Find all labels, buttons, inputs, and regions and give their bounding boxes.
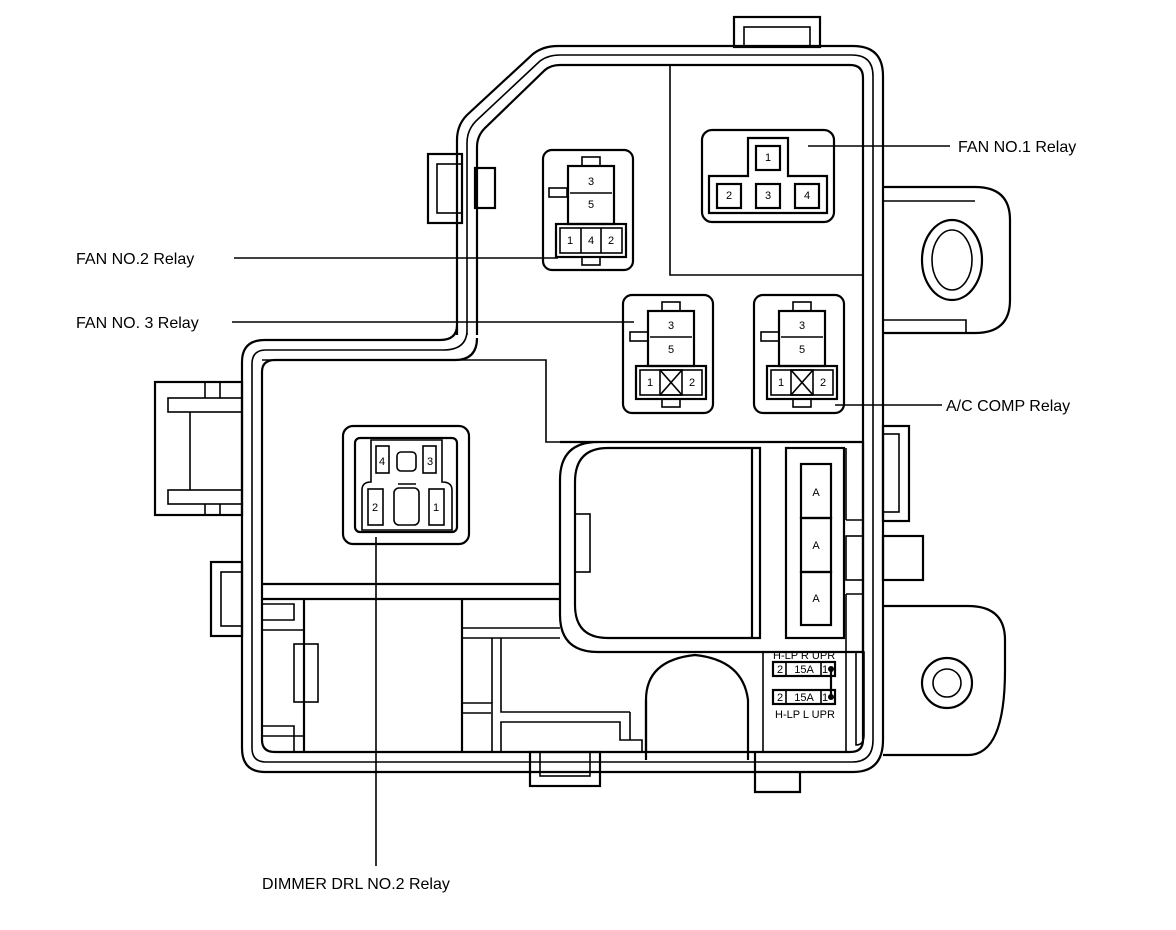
housing — [153, 15, 1012, 794]
fan2-pin-1-label: 1 — [567, 235, 573, 247]
ac-pin-1-label: 1 — [778, 377, 784, 389]
fan3-relay[interactable]: 3 5 1 2 — [621, 293, 715, 415]
svg-text:15A: 15A — [794, 692, 814, 704]
fan3-pin-3-label: 3 — [668, 320, 674, 332]
dimmer-pin-1 — [428, 488, 445, 526]
fan1-pin-3-label: 3 — [765, 190, 771, 202]
svg-text:2: 2 — [777, 664, 783, 676]
ac-comp-callout: A/C COMP Relay — [946, 398, 1070, 415]
left-lower-tab — [209, 560, 244, 638]
fuse-a-3[interactable] — [799, 570, 833, 627]
dimmer-pin-1-label: 1 — [433, 502, 439, 514]
fuse-hlp-r-upr-label: H-LP R UPR — [773, 650, 835, 662]
dimmer-pin-4 — [375, 445, 390, 474]
fan2-pin-4-label: 4 — [588, 235, 594, 247]
fan1-pin-2-label: 2 — [726, 190, 732, 202]
fan1-pin-3 — [754, 182, 782, 210]
fan3-pin-5-label: 5 — [668, 344, 674, 356]
fuse-a-3-label: A — [812, 593, 820, 605]
dimmer-drl-relay[interactable]: 4 3 2 1 — [341, 424, 471, 546]
right-upper-bracket — [883, 185, 1012, 335]
fan2-relay[interactable]: 3 5 1 4 2 — [541, 148, 635, 272]
fan2-pin-3-label: 3 — [588, 176, 594, 188]
fan2-pin-5-label: 5 — [588, 199, 594, 211]
dimmer-pin-2 — [367, 488, 384, 526]
callouts: FAN NO.1 Relay FAN NO.2 Relay FAN NO. 3 … — [76, 139, 1076, 893]
fuse-hlp-l-upr-label: H-LP L UPR — [775, 709, 835, 721]
dimmer-pin-3-label: 3 — [427, 456, 433, 468]
fan1-pin-1-label: 1 — [765, 152, 771, 164]
a-fuse-stack: A A A — [799, 462, 833, 627]
svg-text:15A: 15A — [794, 664, 814, 676]
dimmer-pin-4-label: 4 — [379, 456, 385, 468]
mounting-hole-oval — [920, 218, 984, 302]
fan3-callout: FAN NO. 3 Relay — [76, 315, 199, 332]
fuse-a-2-label: A — [812, 540, 820, 552]
ac-pin-5-label: 5 — [799, 344, 805, 356]
ac-pin-2-label: 2 — [820, 377, 826, 389]
svg-text:1: 1 — [822, 692, 828, 704]
fan1-pin-1 — [754, 144, 782, 172]
large-module — [558, 440, 865, 654]
fan1-relay[interactable]: 1 2 3 4 — [700, 128, 836, 224]
bottom-notch — [644, 653, 750, 760]
fan1-pin-4-label: 4 — [804, 190, 810, 202]
svg-text:1: 1 — [822, 664, 828, 676]
top-tab — [732, 15, 822, 49]
right-lower-bracket — [883, 604, 1007, 757]
fan1-pin-4 — [793, 182, 821, 210]
fuse-a-1-label: A — [812, 487, 820, 499]
ac-pin-3-label: 3 — [799, 320, 805, 332]
dimmer-pin-3 — [422, 445, 437, 474]
left-clip — [153, 380, 244, 517]
fan3-pin-1-label: 1 — [647, 377, 653, 389]
fan1-pin-2 — [715, 182, 743, 210]
fuse-hlp-l-upr[interactable]: 2 15A 1 — [771, 688, 837, 706]
fuse-hlp-r-upr[interactable]: 2 15A 1 — [771, 660, 837, 678]
mounting-hole-round — [920, 656, 974, 710]
fan2-pin-2-label: 2 — [608, 235, 614, 247]
fan2-callout: FAN NO.2 Relay — [76, 251, 194, 268]
ac-comp-relay[interactable]: 3 5 1 2 — [752, 293, 846, 415]
outer-outline — [240, 44, 885, 774]
svg-text:2: 2 — [777, 692, 783, 704]
hlp-fuses: H-LP R UPR 2 15A 1 2 15A 1 H-LP L UPR — [771, 650, 837, 721]
dimmer-pin-2-label: 2 — [372, 502, 378, 514]
fan1-callout: FAN NO.1 Relay — [958, 139, 1076, 156]
dimmer-callout: DIMMER DRL NO.2 Relay — [262, 876, 450, 893]
fan3-pin-2-label: 2 — [689, 377, 695, 389]
